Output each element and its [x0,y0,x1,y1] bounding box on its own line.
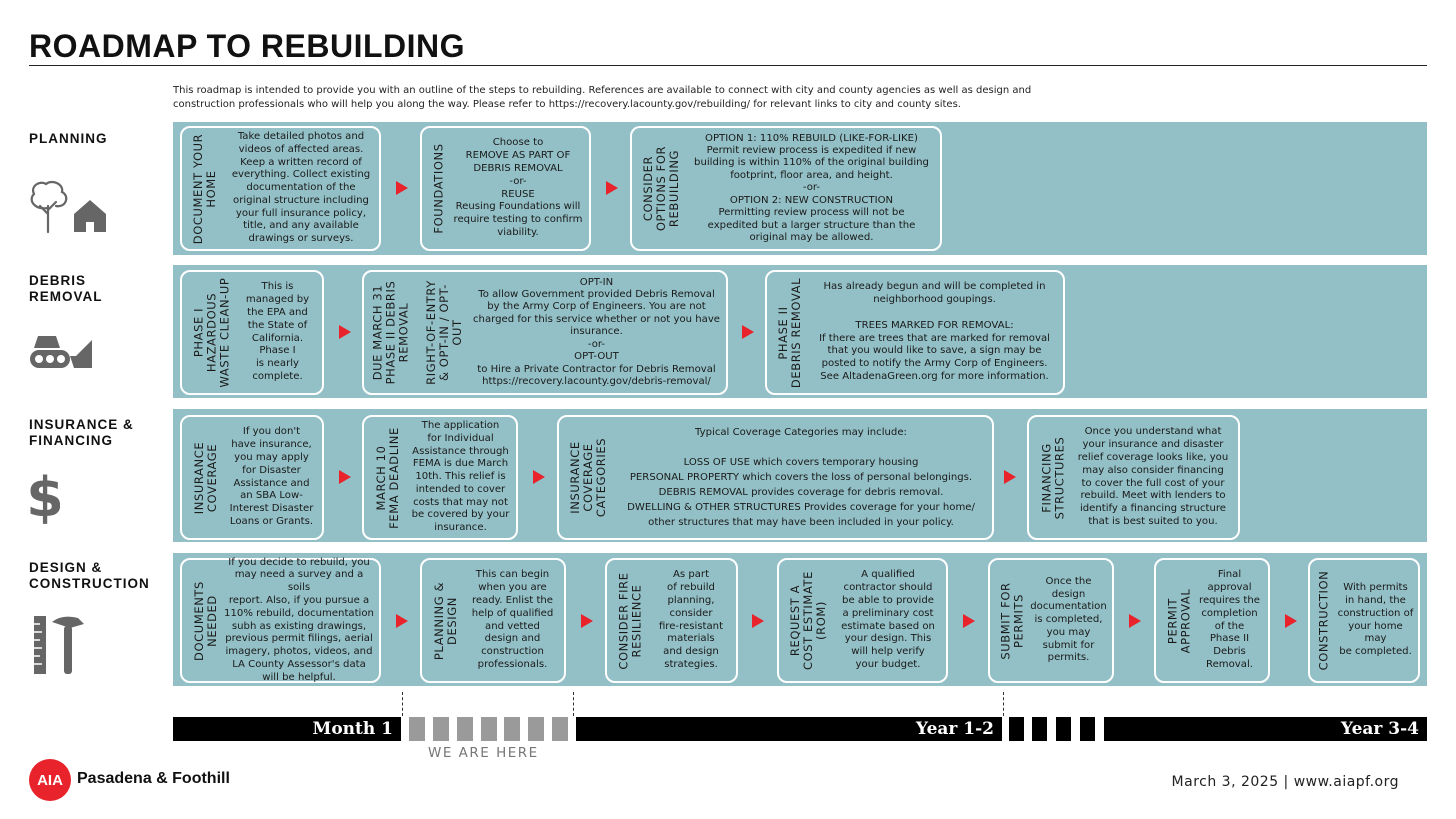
arrow-icon [606,181,618,195]
card-phase-2: PHASE II DEBRIS REMOVAL Has already begu… [765,270,1065,395]
card-submit-permits: SUBMIT FOR PERMITS Once the design docum… [988,558,1114,683]
card-text: OPTION 1: 110% REBUILD (LIKE-FOR-LIKE) P… [694,132,929,243]
card-cost-estimate: REQUEST A COST ESTIMATE (ROM) A qualifie… [777,558,948,683]
card-label: FINANCING STRUCTURES [1039,436,1067,519]
card-label: CONSTRUCTION [1316,570,1331,671]
card-label: PLANNING & DESIGN [432,581,459,660]
section-label-debris: DEBRIS REMOVAL [29,273,103,304]
timeline-tick [409,717,425,741]
arrow-icon [742,325,754,339]
card-label: DOCUMENT YOUR HOME [191,133,219,244]
org-name: Pasadena & Foothill [77,770,230,787]
card-documents-needed: DOCUMENTS NEEDED If you decide to rebuil… [180,556,381,683]
card-foundations: FOUNDATIONS Choose to REMOVE AS PART OF … [420,126,591,251]
card-label: PERMIT APPROVAL [1165,588,1193,653]
svg-text:$: $ [30,466,60,524]
timeline-month-1: Month 1 [173,717,401,741]
timeline-marker [573,692,574,716]
card-text: Has already begun and will be completed … [819,281,1050,382]
timeline-tick [1009,717,1024,741]
arrow-icon [752,614,764,628]
aia-logo: AIA [29,759,71,801]
arrow-icon [963,614,975,628]
card-text: Once the design documentation is complet… [1030,575,1107,664]
card-text: A qualified contractor should be able to… [841,569,935,670]
card-label: PHASE I HAZARDOUS WASTE CLEAN-UP [191,277,232,388]
arrow-icon [396,181,408,195]
card-text: This is managed by the EPA and the State… [245,281,310,382]
timeline-year-1-2: Year 1-2 [576,717,1002,741]
card-text: The application for Individual Assistanc… [411,419,510,534]
section-label-insurance: INSURANCE & FINANCING [29,417,134,448]
bulldozer-icon [28,330,94,374]
timeline-tick [481,717,497,741]
card-label: MARCH 10 FEMA DEADLINE [374,426,402,529]
section-label-design: DESIGN & CONSTRUCTION [29,560,150,591]
card-label: CONSIDER FIRE RESILIENCE [617,571,644,670]
card-text: As part of rebuild planning, consider fi… [658,569,724,670]
card-permit-approval: PERMIT APPROVAL Final approval requires … [1154,558,1270,683]
card-label: CONSIDER OPTIONS FOR REBUILDING [641,145,682,232]
footer-date-url: March 3, 2025 | www.aiapf.org [1171,774,1399,790]
card-text: If you decide to rebuild, you may need a… [224,556,374,683]
card-label: DOCUMENTS NEEDED [192,580,219,661]
timeline-tick [1080,717,1095,741]
arrow-icon [339,470,351,484]
card-label: SUBMIT FOR PERMITS [999,581,1027,660]
card-label: DUE MARCH 31 PHASE II DEBRIS REMOVAL [370,280,411,385]
card-label: FOUNDATIONS [431,143,446,234]
card-text: If you don't have insurance, you may app… [229,426,314,527]
card-label: PHASE II DEBRIS REMOVAL [776,277,803,388]
card-document-your-home: DOCUMENT YOUR HOME Take detailed photos … [180,126,381,251]
card-coverage-categories: INSURANCE COVERAGE CATEGORIES Typical Co… [557,415,994,540]
card-insurance-coverage: INSURANCE COVERAGE If you don't have ins… [180,415,324,540]
card-label: INSURANCE COVERAGE CATEGORIES [568,437,609,518]
timeline-marker [1003,692,1004,716]
card-text: OPT-IN To allow Government provided Debr… [473,276,720,387]
arrow-icon [533,470,545,484]
timeline-tick [528,717,544,741]
card-text: Take detailed photos and videos of affec… [231,130,371,245]
card-planning-design: PLANNING & DESIGN This can begin when yo… [420,558,566,683]
timeline-tick [457,717,473,741]
card-financing-structures: FINANCING STRUCTURES Once you understand… [1027,415,1240,540]
timeline-year-3-4: Year 3-4 [1104,717,1427,741]
intro-text: This roadmap is intended to provide you … [173,85,1032,110]
timeline-tick [504,717,520,741]
card-text: Once you understand what your insurance … [1077,426,1229,527]
page-title: ROADMAP TO REBUILDING [29,28,465,64]
we-are-here-label: WE ARE HERE [428,745,539,761]
arrow-icon [339,325,351,339]
arrow-icon [581,614,593,628]
arrow-icon [1285,614,1297,628]
section-label-planning: PLANNING [29,131,108,146]
ruler-hammer-icon [32,612,88,680]
card-text: This can begin when you are ready. Enlis… [471,569,554,670]
card-phase-1: PHASE I HAZARDOUS WASTE CLEAN-UP This is… [180,270,324,395]
card-label-secondary: RIGHT-OF-ENTRY & OPT-IN / OPT- OUT [423,280,464,385]
arrow-icon [1129,614,1141,628]
timeline-tick [1032,717,1047,741]
card-text: With permits in hand, the construction o… [1337,582,1414,658]
arrow-icon [1004,470,1016,484]
card-text: Typical Coverage Categories may include:… [627,427,975,528]
card-right-of-entry: DUE MARCH 31 PHASE II DEBRIS REMOVAL RIG… [362,270,728,395]
card-fire-resilience: CONSIDER FIRE RESILIENCE As part of rebu… [605,558,738,683]
card-fema-deadline: MARCH 10 FEMA DEADLINE The application f… [362,415,518,540]
title-divider [29,65,1427,66]
card-text: Final approval requires the completion o… [1199,569,1260,670]
card-construction: CONSTRUCTION With permits in hand, the c… [1308,558,1420,683]
card-consider-options: CONSIDER OPTIONS FOR REBUILDING OPTION 1… [630,126,942,251]
arrow-icon [396,614,408,628]
card-text: Choose to REMOVE AS PART OF DEBRIS REMOV… [453,137,583,238]
timeline-marker [402,692,403,716]
timeline-tick [433,717,449,741]
timeline-tick [1056,717,1071,741]
tree-house-icon [28,180,108,238]
card-label: REQUEST A COST ESTIMATE (ROM) [788,570,829,671]
card-label: INSURANCE COVERAGE [192,441,219,514]
dollar-icon: $ [26,466,64,529]
timeline-tick [552,717,568,741]
